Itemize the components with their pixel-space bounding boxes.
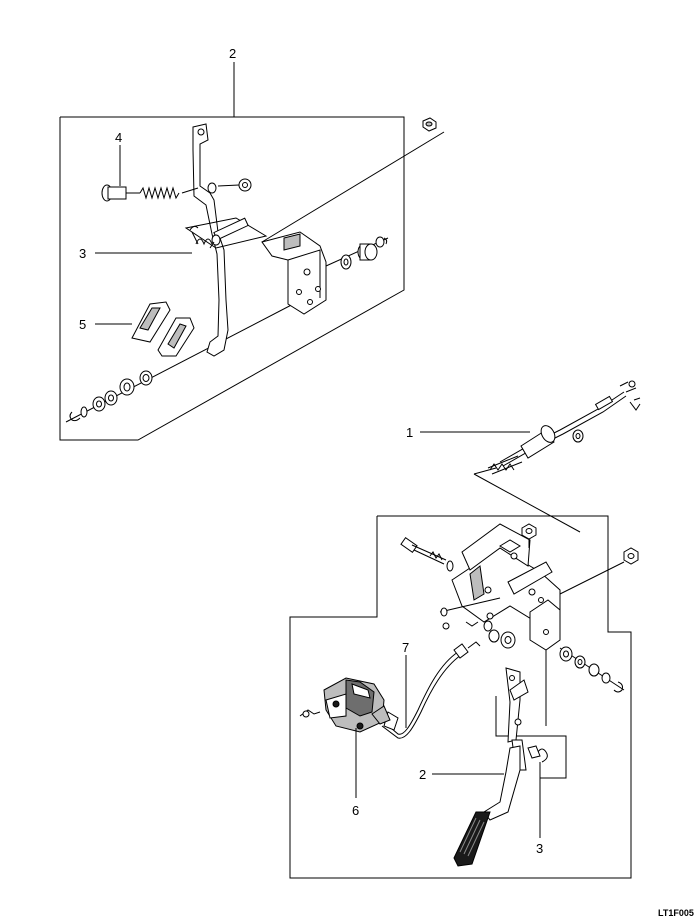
lower-pedal-lever	[483, 745, 521, 821]
callout-lower-actuator: 6	[352, 803, 359, 818]
upper-nut	[422, 117, 437, 132]
upper-washer	[238, 178, 252, 192]
upper-frame	[59, 116, 405, 441]
upper-assembly-group: 2 4 3 5	[59, 46, 445, 441]
lower-assembly-group: 7 2 6 3	[289, 515, 639, 879]
callout-upper-assembly: 2	[229, 46, 236, 61]
callout-lower-cable: 7	[402, 640, 409, 655]
lower-actuator	[299, 677, 391, 733]
callout-upper-pads: 5	[79, 317, 86, 332]
upper-washer-chain	[69, 370, 153, 422]
callout-upper-spring: 3	[79, 246, 86, 261]
callout-lower-pedal: 2	[419, 767, 426, 782]
lower-nut-top	[521, 523, 537, 540]
callout-cable: 1	[406, 425, 413, 440]
lower-pedal-arm-assembly	[495, 650, 567, 779]
callout-lower-spring: 3	[536, 841, 543, 856]
lower-mounting-bracket	[451, 523, 561, 651]
upper-pedal-lever	[192, 123, 229, 357]
upper-pedal-pads	[131, 301, 195, 357]
upper-torsion-spring	[184, 217, 268, 249]
callout-upper-bolt: 4	[115, 130, 122, 145]
lower-throttle-cable	[381, 622, 481, 739]
upper-bracket	[261, 231, 327, 315]
lower-frame	[289, 515, 632, 879]
diagram-code: LT1F005	[658, 908, 694, 918]
upper-bushings	[340, 236, 388, 270]
lower-small-parts	[439, 597, 516, 649]
lower-return-spring	[527, 745, 548, 763]
upper-coil-spring	[139, 186, 199, 200]
lower-long-bolt	[400, 537, 454, 572]
upper-clip	[207, 182, 217, 194]
lower-nut-right	[623, 547, 639, 565]
lower-pedal-pad	[453, 811, 491, 867]
lower-washer-chain	[559, 646, 625, 693]
throttle-cable	[473, 380, 641, 533]
upper-bolt	[101, 184, 140, 202]
